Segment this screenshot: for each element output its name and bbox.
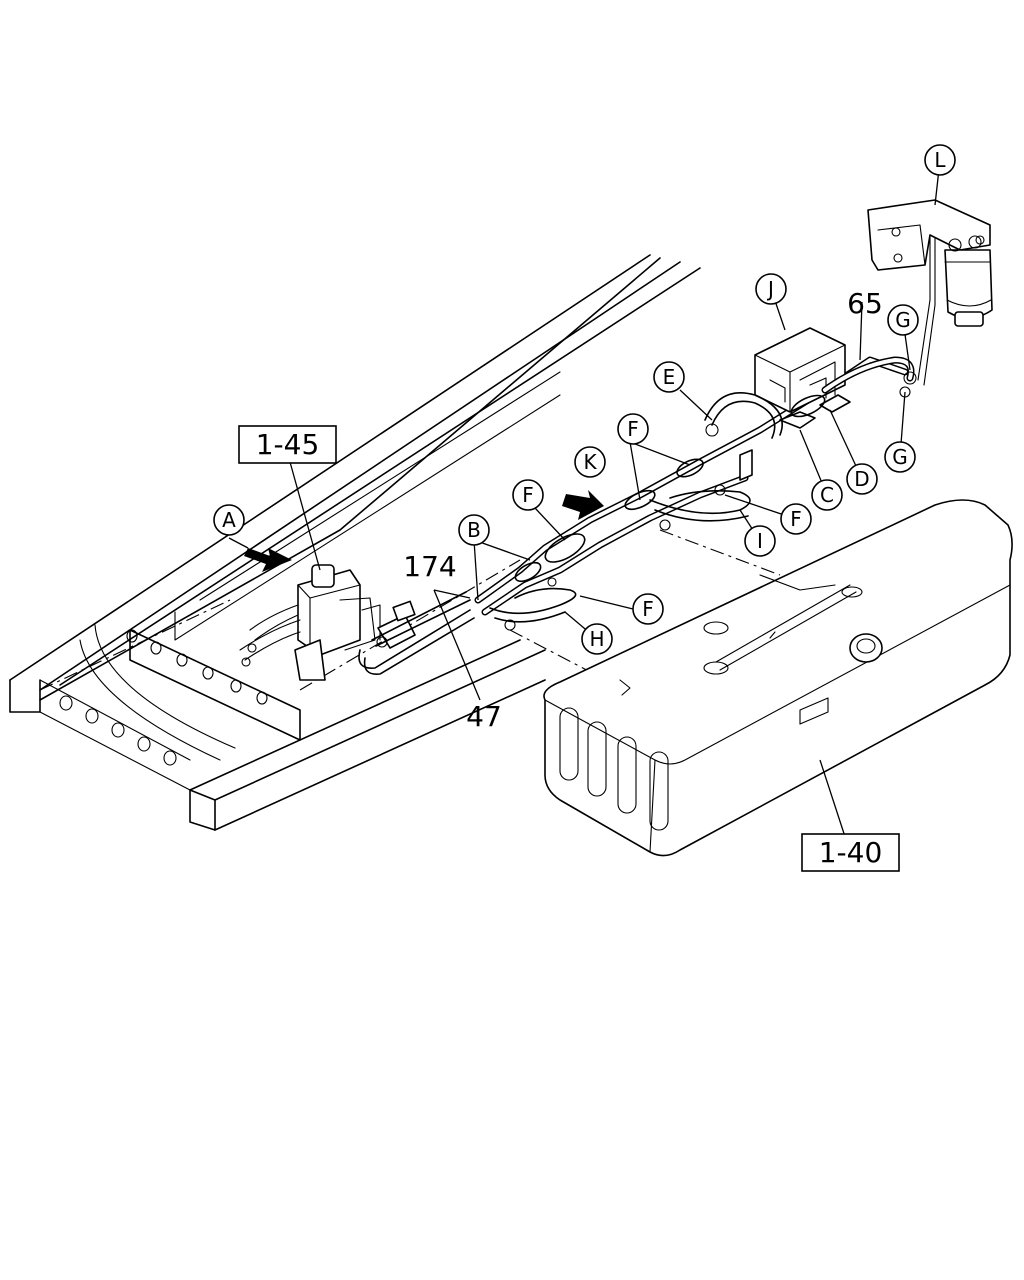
fuel-tank: [543, 499, 1013, 857]
callout-b-label: B: [467, 518, 481, 542]
callout-f-1-label: F: [522, 483, 534, 507]
callout-k: K: [574, 446, 606, 478]
callout-f-2-label: F: [627, 417, 639, 441]
callout-f-3: F: [780, 503, 812, 535]
ref-fuel-tank-label: 1-40: [819, 836, 883, 869]
callout-j: J: [755, 273, 787, 305]
callout-f-3-label: F: [790, 507, 802, 531]
callout-g-1-label: G: [895, 308, 911, 332]
callout-d: D: [846, 463, 878, 495]
fuel-filter-unit: [239, 564, 381, 681]
callout-j-label: J: [766, 277, 774, 301]
callout-h: H: [581, 623, 613, 655]
callout-i-label: I: [757, 529, 763, 553]
callout-h-label: H: [589, 627, 604, 651]
fuel-valve: [376, 600, 416, 649]
filter-bracket-l: [867, 199, 993, 386]
callout-e-label: E: [663, 365, 676, 389]
chassis-frame: [9, 254, 701, 831]
callout-i: I: [744, 525, 776, 557]
callout-f-2: F: [617, 413, 649, 445]
callout-a-label: A: [222, 508, 236, 532]
callout-f-1: F: [512, 479, 544, 511]
callout-l-label: L: [934, 148, 946, 172]
arrow-k: [562, 490, 604, 520]
ref-fuel-filter-label: 1-45: [256, 428, 320, 461]
callout-k-label: K: [583, 450, 597, 474]
callout-c-label: C: [820, 483, 834, 507]
pipe-65: [821, 356, 917, 398]
callout-d-label: D: [854, 467, 869, 491]
ref-box-fuel-tank: 1-40: [801, 833, 900, 872]
callout-a: A: [213, 504, 245, 536]
callout-g-2: G: [884, 441, 916, 473]
callout-b: B: [458, 514, 490, 546]
tank-end-ribs: [559, 707, 669, 831]
callout-e: E: [653, 361, 685, 393]
rail-holes-far: [59, 695, 177, 766]
callout-l: L: [924, 144, 956, 176]
callout-g-2-label: G: [892, 445, 908, 469]
rail-holes-cross: [126, 629, 268, 705]
arrow-a: [244, 548, 292, 572]
callout-g-1: G: [887, 304, 919, 336]
part-number-65: 65: [847, 287, 883, 320]
bracket-c-d: [779, 394, 851, 429]
ref-box-fuel-filter: 1-45: [238, 425, 337, 464]
part-number-47: 47: [466, 700, 502, 733]
callout-f-4-label: F: [642, 597, 654, 621]
part-number-174: 174: [403, 550, 456, 583]
callout-f-4: F: [632, 593, 664, 625]
callout-c: C: [811, 479, 843, 511]
